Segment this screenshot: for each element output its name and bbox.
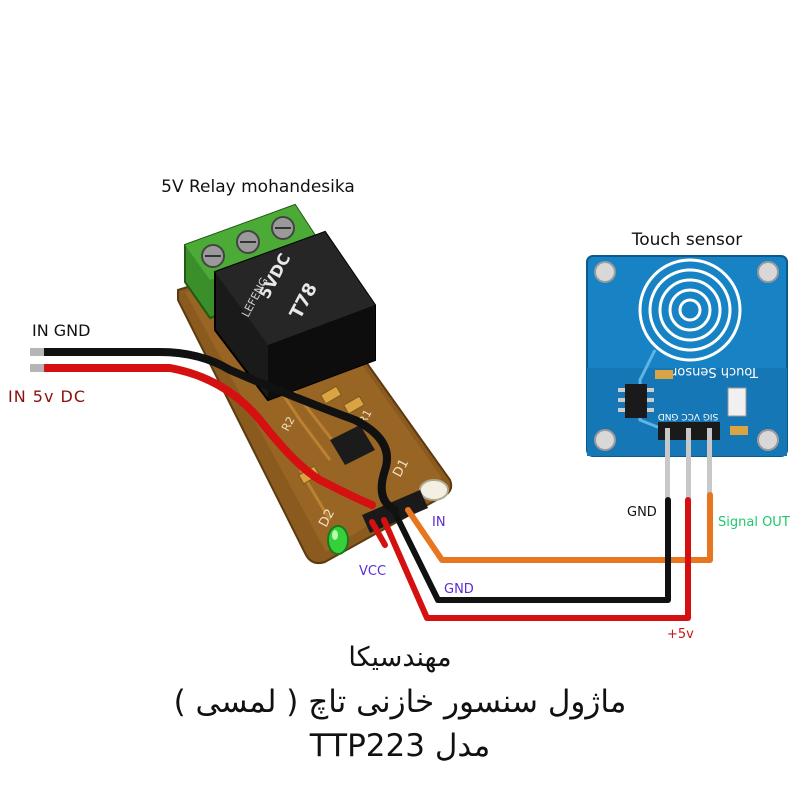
footer-module-title: ماژول سنسور خازنی تاچ ( لمسی ) — [173, 684, 627, 720]
touch-pad — [638, 258, 742, 362]
sensor-ic — [625, 384, 647, 418]
input-black-wire — [38, 348, 399, 514]
wires — [30, 348, 713, 621]
sensor-gnd-label: GND — [627, 505, 657, 520]
pin-vcc — [686, 428, 691, 500]
vcc-red-wire — [381, 497, 691, 621]
relay-vcc-label: VCC — [359, 564, 386, 579]
mount-hole-tl — [594, 261, 616, 283]
input-gnd-label: IN GND — [32, 321, 90, 340]
pin-sig — [707, 428, 712, 500]
mount-hole-tr — [757, 261, 779, 283]
clear-led — [419, 479, 449, 501]
gnd-black-wire — [393, 497, 671, 603]
plus-5v-label: +5v — [667, 627, 694, 642]
sensor-pins-silk: SIG VCC GND — [658, 411, 718, 421]
sensor-silk-label: Touch Sensor — [671, 364, 759, 379]
input-red-wire — [38, 364, 376, 509]
labels: 5V Relay mohandesika Touch sensor IN GND… — [8, 177, 790, 642]
signal-out-label: Signal OUT — [718, 515, 790, 530]
input-red-tip — [30, 364, 44, 372]
footer-model: مدل TTP223 — [309, 728, 491, 764]
pin-gnd — [665, 428, 670, 500]
green-led — [327, 525, 349, 555]
touch-sensor-module: Touch Sensor SIG VCC GND — [586, 255, 788, 500]
mount-hole-br — [757, 429, 779, 451]
relay-gnd-label: GND — [444, 582, 474, 597]
input-black-tip — [30, 348, 44, 356]
mount-hole-bl — [594, 429, 616, 451]
footer-brand: مهندسیکا — [348, 642, 452, 673]
touch-sensor-title: Touch sensor — [631, 230, 743, 250]
relay-title: 5V Relay mohandesika — [161, 177, 355, 197]
pcb-r2-label: R2 — [279, 414, 297, 433]
signal-orange-wire — [405, 492, 713, 563]
input-5v-label: IN 5v DC — [8, 387, 86, 406]
relay-in-label: IN — [432, 515, 446, 530]
relay-cube: T78 5VDC LEFENG — [214, 230, 376, 402]
